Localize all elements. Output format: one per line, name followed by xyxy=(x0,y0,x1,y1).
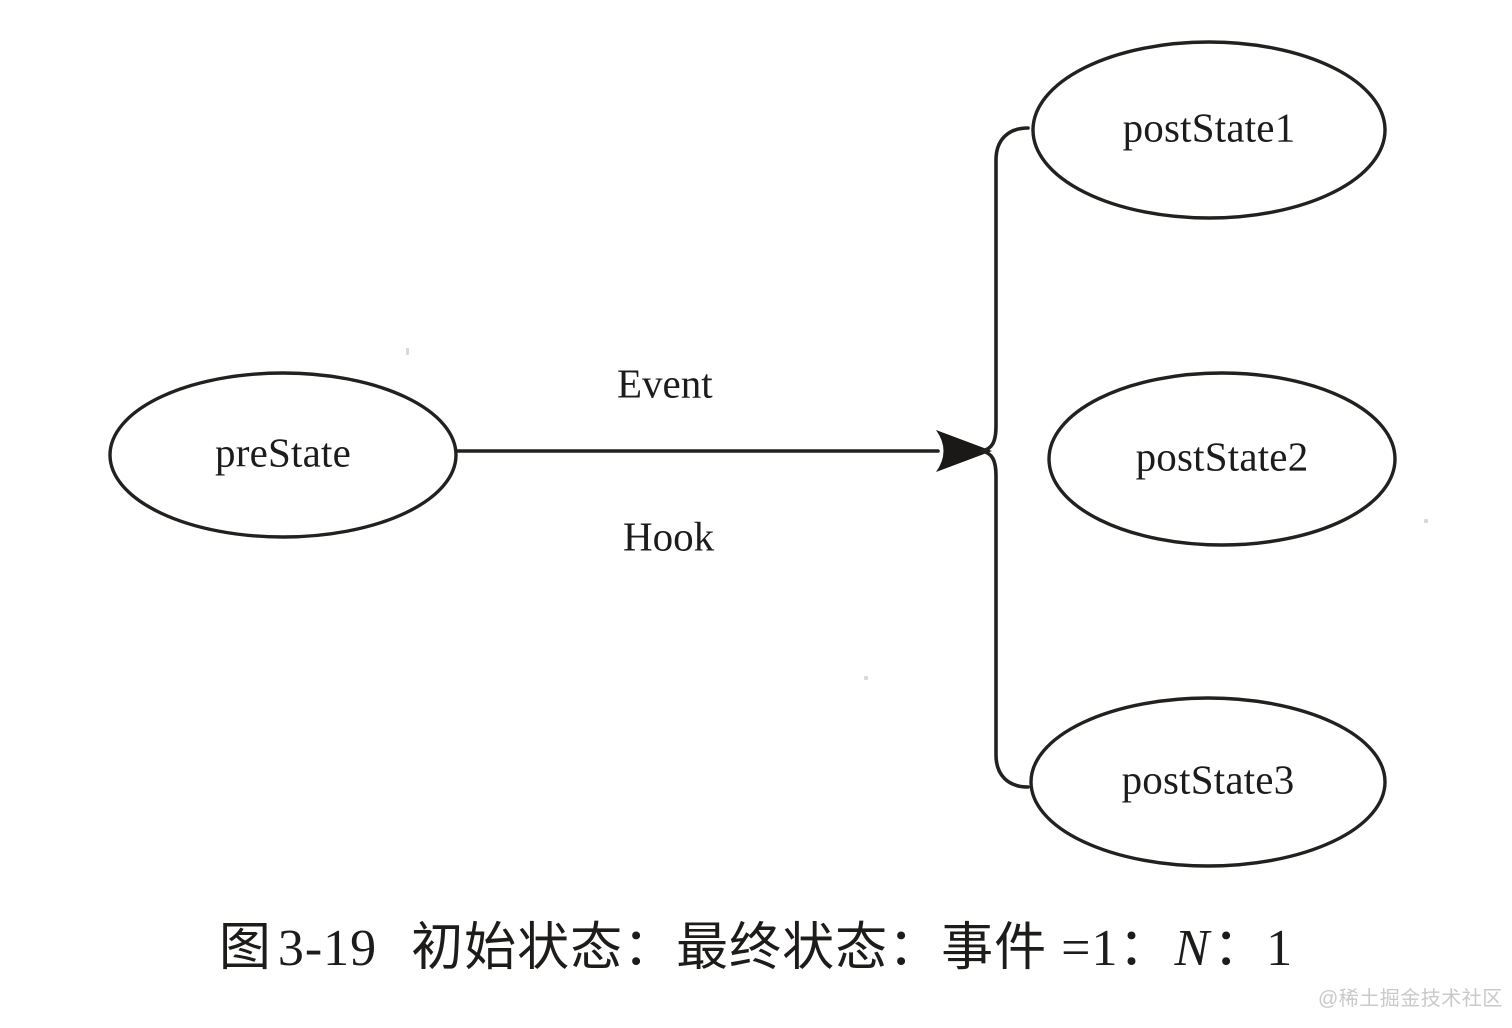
poststate2-ellipse xyxy=(1047,371,1397,547)
caption-text-after: ：1 xyxy=(1213,920,1294,977)
node-prestate: preState xyxy=(108,371,458,539)
caption-figure-number: 3-19 xyxy=(277,920,378,977)
caption-text-before: 初始状态：最终状态：事件 =1： xyxy=(411,920,1172,977)
node-poststate3: postState3 xyxy=(1029,696,1387,868)
poststate1-label: postState1 xyxy=(1123,104,1296,150)
prestate-label: preState xyxy=(215,429,351,475)
caption-figure-word: 图 xyxy=(218,920,272,977)
scan-speck xyxy=(1424,519,1428,523)
caption-italic-symbol: N xyxy=(1174,920,1211,977)
grouping-brace xyxy=(980,126,1030,789)
prestate-ellipse xyxy=(108,371,458,539)
poststate1-ellipse xyxy=(1031,40,1387,220)
poststate3-label: postState3 xyxy=(1122,756,1295,802)
edge-label-hook: Hook xyxy=(623,513,715,559)
node-poststate2: postState2 xyxy=(1047,371,1397,547)
poststate3-ellipse xyxy=(1029,696,1387,868)
scan-speck xyxy=(406,348,409,355)
scan-speck xyxy=(864,676,868,680)
arrow-head-icon xyxy=(936,430,992,472)
poststate2-label: postState2 xyxy=(1136,433,1309,479)
watermark: @稀土掘金技术社区 xyxy=(1318,988,1503,1010)
edge-label-event: Event xyxy=(617,360,713,406)
node-poststate1: postState1 xyxy=(1031,40,1387,220)
